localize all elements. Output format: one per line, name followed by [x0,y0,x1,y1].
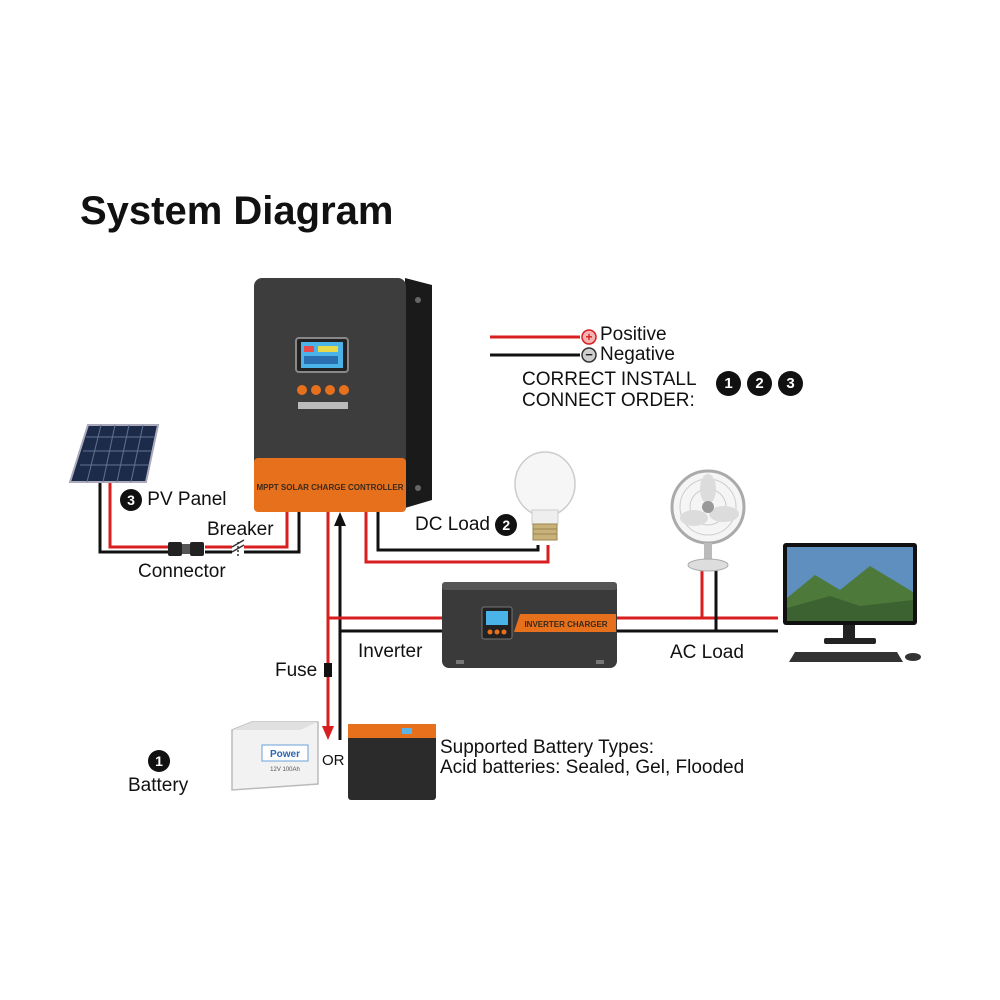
controller-panel-label: MPPT SOLAR CHARGE CONTROLLER [256,483,403,492]
negative-symbol: − [585,347,593,362]
dc-load-label: DC Load 2 [415,514,518,536]
legend-positive-label: Positive [600,324,667,345]
fuse-label: Fuse [275,660,318,681]
connector-label: Connector [138,561,226,582]
dc-load-step-badge: 2 [495,514,518,536]
battery-or-label: OR [322,752,345,769]
pv-panel-icon [68,424,160,483]
step-badge-1: 1 [716,371,741,396]
pv-panel-label: 3 PV Panel [120,489,227,511]
negative-icon [581,347,597,363]
step-badge-3: 3 [778,371,803,396]
install-order-line1: CORRECT INSTALL [522,369,697,390]
inverter-unit: INVERTER CHARGER [442,582,617,668]
battery-model: 12V 100Ah [270,767,300,773]
positive-symbol: + [585,330,592,344]
computer-icon [783,543,921,662]
battery-label: Battery [128,775,189,796]
battery-step-badge: 1 [148,750,170,772]
battery-step-label: 1 [148,750,170,772]
dc-load-wire-negative [376,512,540,552]
connector-icon [168,542,204,556]
acid-battery-icon: Power 12V 100Ah [231,721,319,791]
battery-brand: Power [270,749,300,760]
fuse-icon [324,663,332,677]
breaker-label: Breaker [207,519,274,540]
charge-controller: MPPT SOLAR CHARGE CONTROLLER [254,278,432,512]
breaker-icon [231,539,245,556]
ac-load-label: AC Load [670,642,744,663]
lithium-battery-icon [348,724,436,800]
pv-wires [98,480,301,554]
inverter-label: Inverter [358,641,423,662]
battery-types-line2: Acid batteries: Sealed, Gel, Flooded [440,757,745,778]
install-order-line2: CONNECT ORDER: [522,390,695,411]
legend-negative-label: Negative [600,344,675,365]
bulb-icon [514,451,576,541]
dc-load-text: DC Load [415,514,490,536]
positive-icon [581,329,597,345]
battery-types-line1: Supported Battery Types: [440,737,655,758]
step-badge-2: 2 [747,371,772,396]
fan-icon [670,469,746,572]
page-title: System Diagram [80,189,394,233]
dc-load-wire-positive [364,512,550,564]
inverter-panel-label: INVERTER CHARGER [524,620,607,629]
pv-panel-text: PV Panel [147,489,227,511]
pv-step-badge: 3 [120,489,142,511]
